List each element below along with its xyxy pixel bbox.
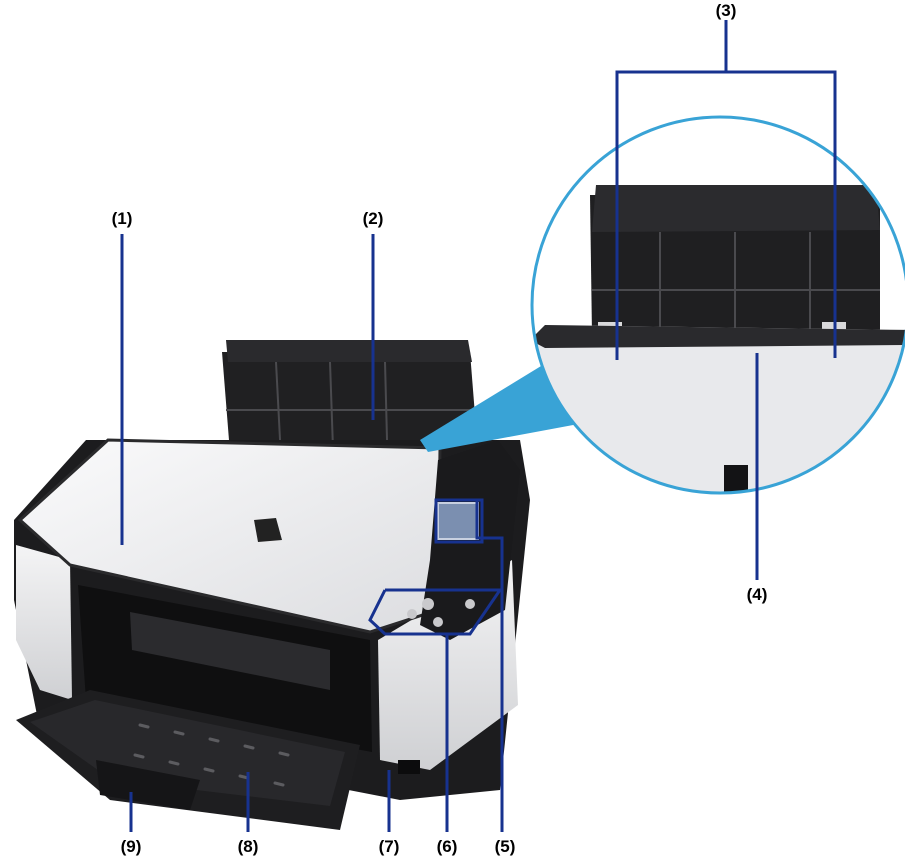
leader-lines (120, 20, 837, 832)
camera-port (398, 760, 420, 774)
logo-mark-icon (254, 518, 282, 542)
magnified-printer-top (532, 325, 905, 493)
label-6: (6) (437, 837, 458, 856)
magnifier-circle-outline (530, 115, 905, 495)
button-icon (422, 598, 434, 610)
label-3: (3) (716, 1, 737, 20)
button-icon (407, 609, 417, 619)
label-9: (9) (121, 837, 142, 856)
button-icon (433, 617, 443, 627)
inner-rollers (130, 612, 330, 690)
label-2: (2) (363, 209, 384, 228)
label-1: (1) (112, 209, 133, 228)
leader-line-5 (475, 500, 504, 832)
label-5: (5) (495, 837, 516, 856)
label-8: (8) (238, 837, 259, 856)
lcd-screen (437, 502, 479, 540)
magnified-view (530, 115, 905, 495)
printer-illustration (14, 340, 530, 830)
operation-panel-outline (368, 588, 503, 636)
label-7: (7) (379, 837, 400, 856)
button-icon (465, 599, 475, 609)
front-panel-left (16, 545, 72, 700)
label-4: (4) (747, 585, 768, 604)
lcd-outline (434, 498, 484, 544)
